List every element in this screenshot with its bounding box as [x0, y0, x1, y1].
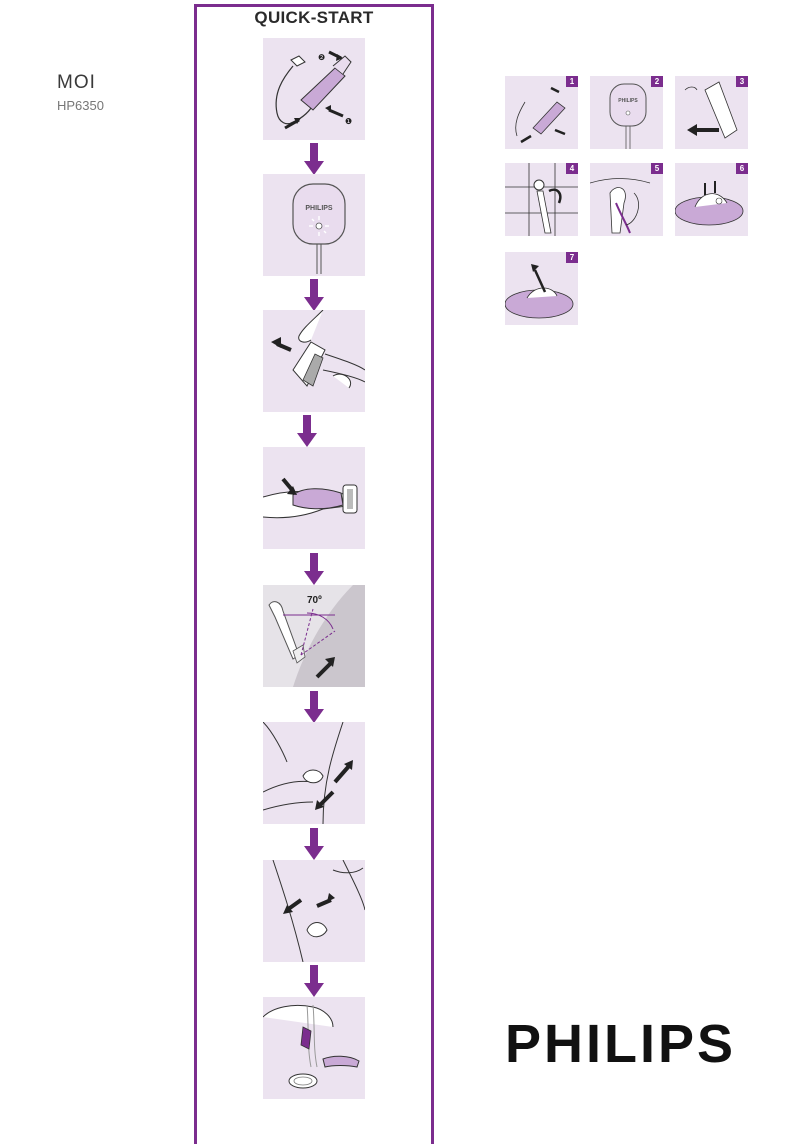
- circle-number-1: ❶: [345, 117, 352, 126]
- thumbnail-number: 3: [736, 76, 748, 87]
- step-4-switch-on-illustration: [263, 447, 365, 549]
- quickstart-frame: [194, 4, 434, 1144]
- thumbnail-number: 4: [566, 163, 578, 174]
- brand-logo-text: PHILIPS: [505, 1014, 737, 1074]
- arrow-down-icon: [304, 828, 324, 860]
- arrow-down-icon: [304, 553, 324, 585]
- step-5-angle-illustration: 70º: [263, 585, 365, 687]
- arrow-down-icon: [304, 691, 324, 723]
- circle-number-2: ❷: [318, 53, 325, 62]
- thumbnail-number: 2: [651, 76, 663, 87]
- arrow-down-icon: [304, 965, 324, 997]
- step-3-remove-cap-illustration: [263, 310, 365, 412]
- step-7-bikini-line-illustration: [263, 860, 365, 962]
- thumbnail-number: 6: [736, 163, 748, 174]
- step-8-rinse-illustration: [263, 997, 365, 1099]
- thumbnail-number: 7: [566, 252, 578, 263]
- thumbnail-6: 6: [675, 163, 748, 236]
- product-name: MOI: [57, 72, 96, 93]
- step-1-charging-illustration: ❷ ❶: [263, 38, 365, 140]
- arrow-down-icon: [297, 415, 317, 447]
- arrow-down-icon: [304, 143, 324, 175]
- thumbnail-number: 5: [651, 163, 663, 174]
- step-2-charging-light-illustration: PHILIPS: [263, 174, 365, 276]
- quickstart-title: QUICK-START: [254, 8, 374, 27]
- thumbnail-5: 5: [590, 163, 663, 236]
- angle-label: 70º: [307, 595, 322, 606]
- charger-brand-text: PHILIPS: [618, 98, 638, 104]
- thumbnail-4: 4: [505, 163, 578, 236]
- thumbnail-1: 1: [505, 76, 578, 149]
- arrow-down-icon: [304, 279, 324, 311]
- step-6-underarm-illustration: [263, 722, 365, 824]
- product-model: HP6350: [57, 98, 104, 113]
- charger-brand-text: PHILIPS: [305, 205, 333, 212]
- thumbnail-2: PHILIPS 2: [590, 76, 663, 149]
- thumbnail-3: 3: [675, 76, 748, 149]
- thumbnail-number: 1: [566, 76, 578, 87]
- thumbnail-7: 7: [505, 252, 578, 325]
